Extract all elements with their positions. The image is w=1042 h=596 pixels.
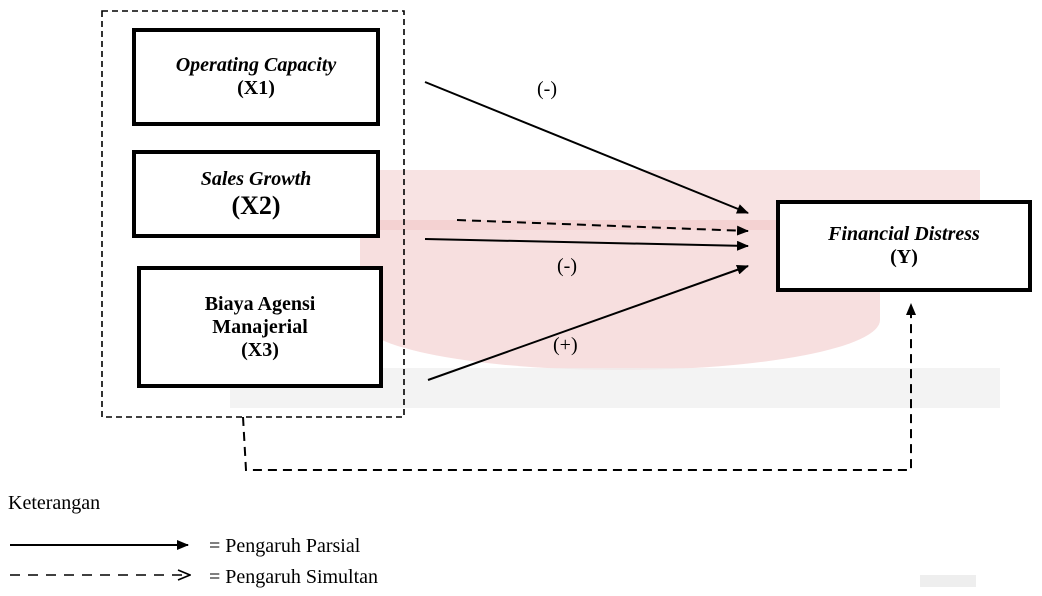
- node-y-code: (Y): [890, 246, 918, 268]
- arrow-x2-to-y: [424, 238, 749, 251]
- node-x3-line1: Biaya Agensi: [204, 292, 316, 315]
- node-x1-code: (X1): [237, 77, 275, 99]
- effect-sign-x3: (+): [553, 334, 578, 356]
- node-x2: Sales Growth (X2): [132, 150, 380, 238]
- arrow-simultaneous-short: [456, 219, 749, 236]
- node-x3-code: (X3): [241, 338, 279, 361]
- legend-solid-label: = Pengaruh Parsial: [209, 535, 361, 557]
- legend-title: Keterangan: [8, 492, 101, 514]
- legend-dashed-label: = Pengaruh Simultan: [209, 566, 379, 588]
- node-x1-name: Operating Capacity: [175, 54, 337, 76]
- arrow-x1-to-y: [424, 81, 749, 214]
- node-x1: Operating Capacity (X1): [132, 28, 380, 126]
- effect-sign-x1: (-): [537, 78, 557, 100]
- node-x3: Biaya Agensi Manajerial (X3): [137, 266, 383, 388]
- node-x2-code: (X2): [231, 190, 281, 220]
- arrow-simultaneous-path: [242, 303, 916, 471]
- effect-sign-x2: (-): [557, 255, 577, 277]
- node-x2-name: Sales Growth: [200, 167, 312, 190]
- independent-group-frame: [101, 10, 405, 418]
- node-x3-line2: Manajerial: [212, 315, 308, 338]
- node-y-name: Financial Distress: [828, 223, 980, 245]
- arrow-x3-to-y: [427, 264, 749, 381]
- node-y: Financial Distress (Y): [776, 200, 1032, 292]
